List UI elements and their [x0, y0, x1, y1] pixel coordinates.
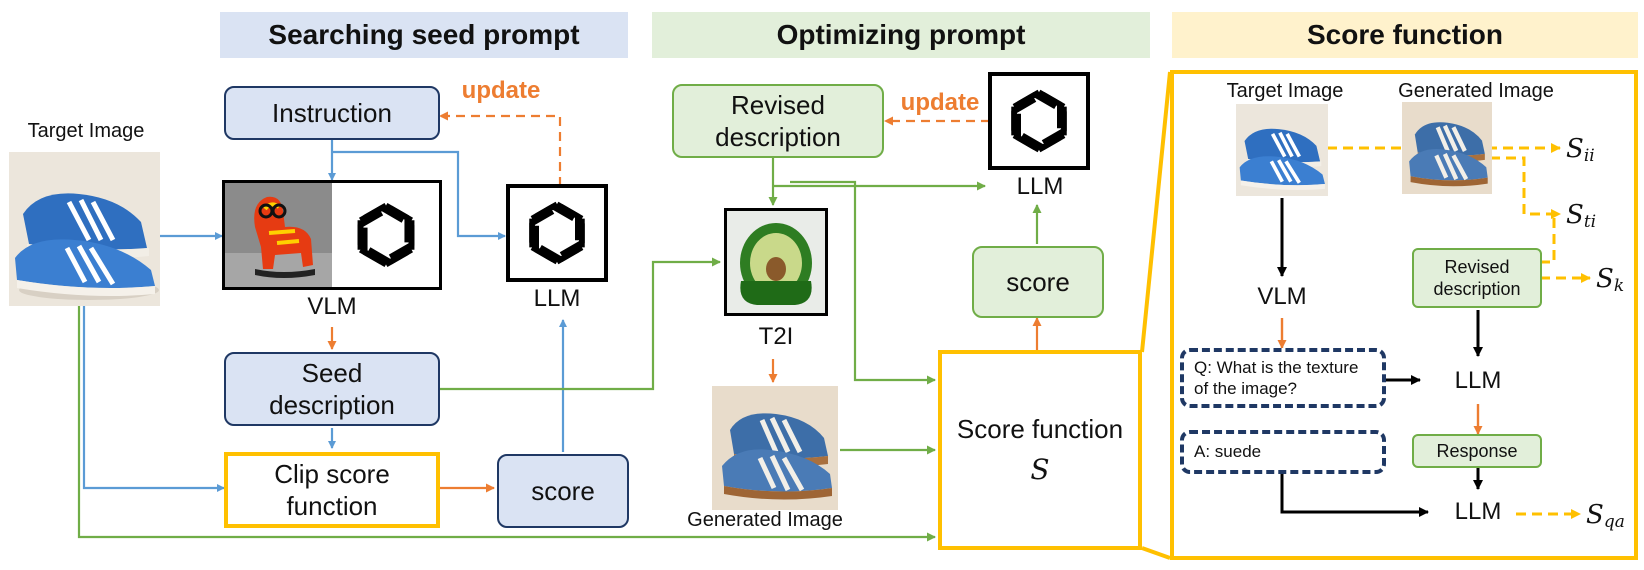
openai-logo-icon	[517, 193, 597, 273]
llm-label-middle: LLM	[1016, 173, 1064, 200]
callout-line-top	[1140, 71, 1172, 353]
question-box: Q: What is the texture of the image?	[1180, 348, 1386, 408]
t2i-image	[724, 208, 828, 316]
callout-line-bottom	[1141, 546, 1171, 560]
section-banner-optimize: Optimizing prompt	[652, 12, 1150, 58]
llm-label-right-2: LLM	[1454, 498, 1502, 525]
openai-logo-icon	[345, 194, 427, 276]
response-box: Response	[1412, 434, 1542, 468]
generated-image-right	[1402, 102, 1492, 194]
s-ti-sub: ti	[1583, 212, 1597, 232]
llm-label-right-1: LLM	[1454, 367, 1502, 394]
llm-icon-left	[506, 184, 608, 282]
s-ii-sub: ii	[1583, 146, 1595, 166]
s-qa-base: S	[1586, 500, 1604, 530]
clip-score-function-box: Clip score function	[224, 452, 440, 528]
arrow-update-llm-to-instruction	[439, 111, 562, 186]
llm-label-left: LLM	[533, 285, 581, 312]
s-k-sub: k	[1613, 276, 1625, 296]
arrow-to-s-ti-from-gen	[1490, 156, 1561, 219]
score-function-detail-panel	[1170, 70, 1638, 560]
toy-llama-photo	[225, 183, 332, 287]
score-function-box: Score function S	[938, 350, 1142, 550]
vlm-label-right: VLM	[1257, 283, 1307, 310]
revised-description-box: Revised description	[672, 84, 884, 158]
shoe-photo	[1402, 102, 1492, 194]
arrow-revised-to-scorefn	[790, 180, 936, 385]
revised-description-box-right: Revised description	[1412, 248, 1542, 308]
s-ii-base: S	[1566, 134, 1584, 164]
generated-image-middle	[712, 386, 838, 510]
avocado-chair-photo	[727, 211, 825, 313]
generated-image-label-middle: Generated Image	[687, 508, 843, 531]
arrow-answer-to-llm	[1280, 470, 1429, 517]
s-ti-base: S	[1566, 200, 1584, 230]
arrow-target-to-scorefn	[77, 304, 936, 542]
score-function-label: Score function	[956, 414, 1124, 445]
target-image	[9, 152, 160, 306]
score-box-middle: score	[972, 246, 1104, 318]
section-banner-search: Searching seed prompt	[220, 12, 628, 58]
instruction-box: Instruction	[224, 86, 440, 140]
s-k-base: S	[1596, 264, 1614, 294]
arrow-instruction-to-llm	[332, 150, 506, 240]
vlm-label: VLM	[307, 293, 357, 320]
arrow-to-s-ti-from-rev	[1540, 214, 1556, 264]
arrow-target-to-clip	[82, 304, 225, 492]
target-image-label-right: Target Image	[1226, 79, 1344, 102]
update-label-left: update	[461, 77, 541, 104]
target-image-label: Target Image	[27, 119, 145, 142]
shoe-photo	[9, 152, 160, 306]
seed-description-box: Seed description	[224, 352, 440, 426]
llm-icon-middle	[988, 72, 1090, 170]
t2i-label: T2I	[758, 323, 794, 350]
shoe-photo	[1236, 104, 1328, 196]
target-image-right	[1236, 104, 1328, 196]
score-box-left: score	[497, 454, 629, 528]
answer-box: A: suede	[1180, 430, 1386, 474]
s-qa-sub: qa	[1603, 512, 1625, 532]
score-function-symbol: S	[1030, 452, 1050, 486]
shoe-photo	[712, 386, 838, 510]
arrow-seed-to-t2i	[440, 257, 721, 391]
section-banner-score: Score function	[1172, 12, 1638, 58]
openai-logo-icon	[999, 81, 1079, 161]
update-label-middle: update	[900, 89, 980, 116]
vlm-image	[222, 180, 442, 290]
generated-image-label-right: Generated Image	[1398, 79, 1554, 102]
